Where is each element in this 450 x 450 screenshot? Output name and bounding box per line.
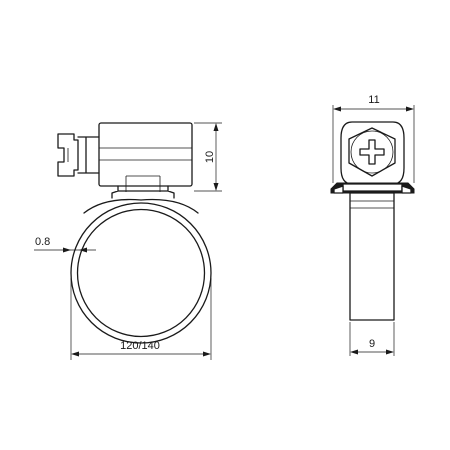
dim-label-diameter: 120/140	[120, 340, 160, 352]
side-band	[349, 192, 395, 321]
dim-housing-height: 10	[194, 122, 222, 192]
screw-end	[57, 133, 79, 177]
dim-diameter: 120/140	[70, 278, 212, 360]
dim-band-thickness: 0.8	[34, 236, 96, 253]
phillips-cross-icon	[359, 139, 385, 165]
dim-label-housing-width: 11	[368, 94, 379, 106]
dim-label-band-thickness: 0.8	[35, 236, 50, 248]
dim-housing-width: 11	[332, 94, 415, 183]
dim-label-band-width: 9	[369, 338, 375, 350]
screw-shank	[77, 136, 100, 174]
screw-head-hex	[348, 127, 396, 177]
housing-foot	[125, 175, 161, 192]
clamp-band-ring	[70, 198, 212, 344]
side-base-plate	[330, 182, 415, 194]
side-housing	[340, 121, 405, 185]
front-view: 10 0.8 120/140	[34, 122, 222, 360]
housing-tab	[111, 185, 175, 199]
side-view: 11 9	[330, 94, 415, 356]
screw-housing	[98, 122, 193, 187]
dim-label-housing-height: 10	[204, 151, 216, 163]
dim-band-width: 9	[349, 322, 395, 356]
